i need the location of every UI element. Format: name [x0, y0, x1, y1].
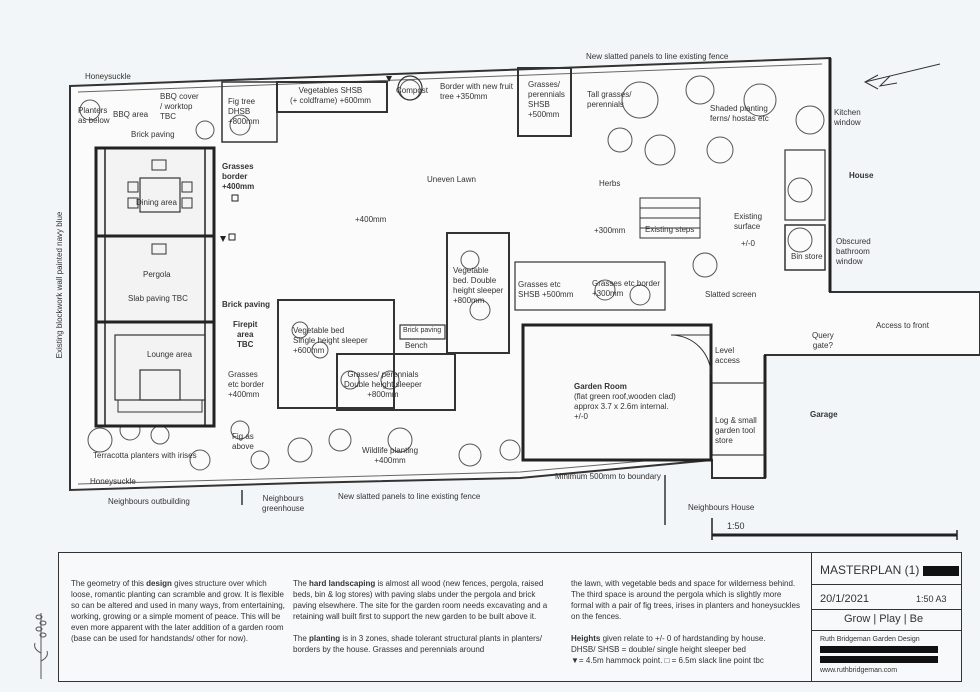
description-col-1: The geometry of this design gives struct…: [71, 579, 285, 643]
label-plus-minus-0: +/-0: [741, 239, 756, 248]
label-dining-area: Dining area: [136, 198, 177, 207]
designer-website: www.ruthbridgeman.com: [820, 667, 898, 674]
label-grasses-border: Grasses border +400mm: [222, 162, 255, 191]
hammock-marker-icon: ▼: [571, 656, 579, 665]
label-brick-paving-top: Brick paving: [131, 130, 175, 139]
garden-plan: New slatted panels to line existing fenc…: [55, 52, 980, 540]
label-bin-store: Bin store: [791, 252, 823, 261]
label-grasses-perennials-double: Grasses/ perennials Double height sleepe…: [344, 370, 422, 399]
designer-name: Ruth Bridgeman Garden Design: [820, 636, 920, 643]
label-wildlife: Wildlife planting +400mm: [362, 446, 419, 465]
label-new-panels-bottom: New slatted panels to line existing fenc…: [338, 492, 481, 501]
label-plus300: +300mm: [594, 226, 626, 235]
label-shaded-planting: Shaded planting ferns/ hostas etc: [710, 104, 769, 123]
label-neighbours-house: Neighbours House: [688, 503, 755, 512]
slackline-marker-icon: □: [664, 656, 670, 665]
label-existing-steps: Existing steps: [645, 225, 695, 234]
label-planters: Planters as below: [78, 106, 110, 125]
label-min-500: Minimum 500mm to boundary: [555, 472, 661, 481]
redacted-bar-2: [820, 656, 938, 663]
label-terracotta: Terracotta planters with irises: [93, 451, 197, 460]
redacted-box: [922, 565, 959, 576]
label-brick-paving-small: Brick paving: [403, 327, 442, 334]
label-plus400: +400mm: [355, 215, 387, 224]
label-access-front: Access to front: [876, 321, 929, 330]
label-obscured-window: Obscured bathroom window: [836, 237, 871, 266]
label-existing-surface: Existing surface: [734, 212, 763, 231]
label-fig-above: Fig as above: [232, 432, 254, 451]
label-log-store: Log & small garden tool store: [715, 416, 757, 445]
label-herbs: Herbs: [599, 179, 621, 188]
label-veg-bed-single: Vegetable bed Single height sleeper +600…: [293, 326, 368, 355]
label-lounge-area: Lounge area: [147, 350, 192, 359]
description-col-2: The hard landscaping is almost all wood …: [293, 579, 548, 654]
label-border-fruit: Border with new fruit tree +350mm: [440, 82, 513, 101]
label-vegetables: Vegetables SHSB (+ coldframe) +600mm: [290, 86, 371, 105]
label-slab-paving: Slab paving TBC: [128, 294, 188, 303]
label-uneven-lawn: Uneven Lawn: [427, 175, 476, 184]
label-brick-paving-mid: Brick paving: [222, 300, 271, 309]
label-scale-bar: 1:50: [727, 521, 745, 531]
label-bbq-cover: BBQ cover / worktop TBC: [160, 92, 199, 121]
label-grasses-border-400: Grasses etc border +400mm: [228, 370, 265, 399]
label-honeysuckle-top: Honeysuckle: [85, 72, 131, 81]
label-bbq-area: BBQ area: [113, 110, 149, 119]
tagline: Grow | Play | Be: [844, 613, 924, 625]
label-garden-room-title: Garden Room: [574, 382, 627, 391]
label-new-panels-top: New slatted panels to line existing fenc…: [586, 52, 729, 61]
title-block: MASTERPLAN (1) 20/1/2021 1:50 A3 Grow | …: [811, 553, 962, 681]
site-outline: [69, 56, 980, 540]
label-grasses-perennials-shsb: Grasses/ perennials SHSB +500mm: [528, 80, 565, 119]
label-wall-vertical: Existing blockwork wall painted navy blu…: [55, 211, 64, 359]
drawing-date: 20/1/2021: [820, 593, 869, 605]
label-bench: Bench: [405, 341, 428, 350]
description-panel: The geometry of this design gives struct…: [34, 552, 962, 682]
description-col-3: the lawn, with vegetable beds and space …: [571, 579, 800, 665]
label-garden-room-desc: (flat green roof,wooden clad) approx 3.7…: [574, 392, 676, 421]
label-honeysuckle-bottom: Honeysuckle: [90, 477, 136, 486]
label-garage: Garage: [810, 410, 838, 419]
drawing-title: MASTERPLAN (1): [820, 563, 959, 577]
label-compost: Compost: [396, 86, 429, 95]
label-kitchen-window: Kitchen window: [834, 108, 861, 127]
label-veg-bed-double: Vegetable bed. Double height sleeper +80…: [453, 266, 504, 305]
label-neighbours-greenhouse: Neighbours greenhouse: [262, 494, 305, 513]
lavender-sketch-icon: [34, 613, 48, 679]
label-query-gate: Query gate?: [812, 331, 834, 350]
label-slatted-screen: Slatted screen: [705, 290, 757, 299]
label-tall-grasses: Tall grasses/ perennials: [587, 90, 632, 109]
label-house: House: [849, 171, 874, 180]
drawing-scale: 1:50 A3: [916, 594, 947, 604]
label-neighbours-outbuilding: Neighbours outbuilding: [108, 497, 190, 506]
label-grasses-shsb-500: Grasses etc SHSB +500mm: [518, 280, 574, 299]
label-pergola: Pergola: [143, 270, 171, 279]
label-firepit: Firepit area TBC: [233, 320, 258, 349]
label-grasses-border-300: Grasses etc border +300mm: [592, 279, 661, 298]
label-level-access: Level access: [715, 346, 740, 365]
redacted-bar-1: [820, 646, 938, 653]
label-fig-tree: Fig tree DHSB +800mm: [228, 97, 260, 126]
